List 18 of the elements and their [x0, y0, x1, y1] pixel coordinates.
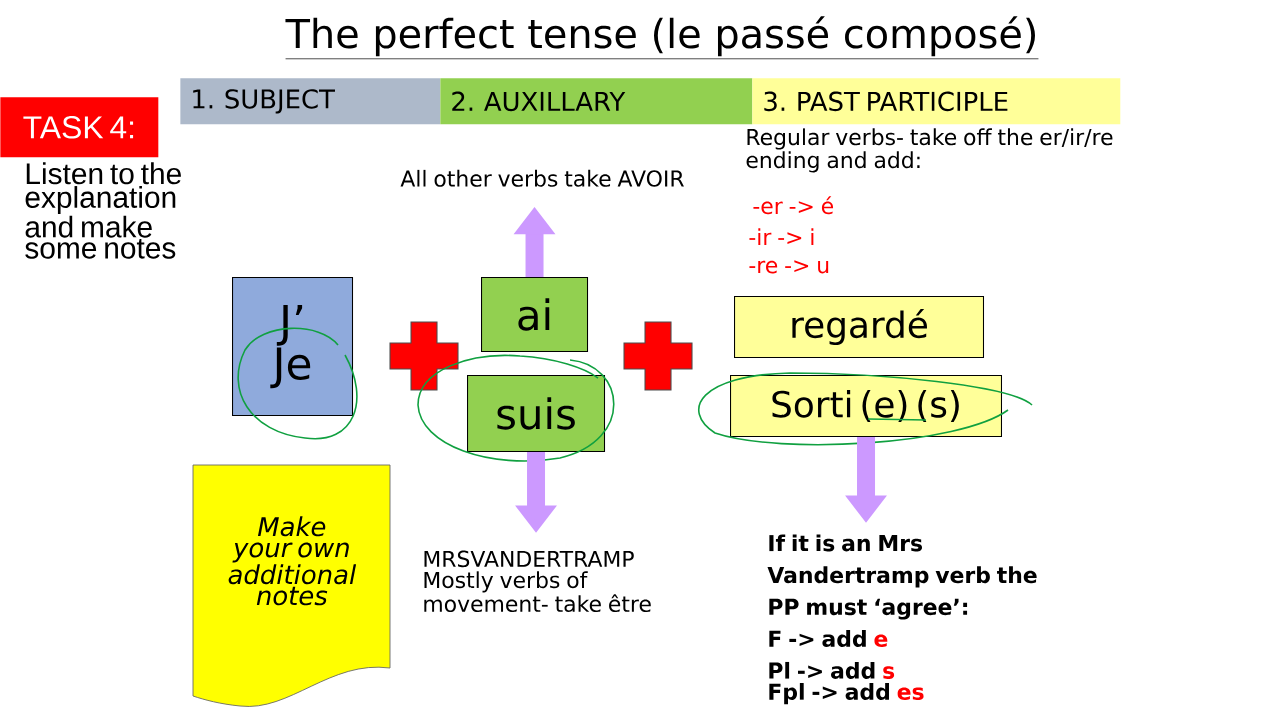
rule-text: -re -> u	[749, 260, 829, 274]
explanation-text: Regular verbs- take off the er/ir/re ending and add:	[746, 128, 1113, 173]
explanation-text: If it is an Mrs Vandertramp verb the PP must ‘agree’: F -> add e Pl -> add s Fpl -> add es	[767, 534, 1037, 705]
auxiliary-box: ai	[481, 277, 589, 353]
participle-box: Sorti (e) (s)	[730, 375, 1002, 438]
participle-box: regardé	[734, 296, 984, 359]
auxiliary-box: suis	[467, 375, 606, 453]
instruction-text: Listen to the explanation and make some notes	[25, 162, 181, 259]
explanation-text: MRSVANDERTRAMP Mostly verbs of movement- take être	[424, 550, 651, 613]
header-band: 2. AUXILLARY	[440, 78, 753, 125]
rule-text: -er -> é	[753, 196, 834, 215]
rule-text: -ir -> i	[749, 228, 814, 245]
explanation-text: All other verbs take AVOIR	[400, 169, 684, 187]
header-band: 3. PAST PARTICIPLE	[752, 78, 1121, 125]
task-badge: TASK 4:	[0, 97, 159, 158]
header-band: 1. SUBJECT	[180, 78, 441, 125]
title: The perfect tense (le passé composé)	[285, 16, 1039, 60]
note-card: Make your own additional notes	[192, 464, 391, 707]
